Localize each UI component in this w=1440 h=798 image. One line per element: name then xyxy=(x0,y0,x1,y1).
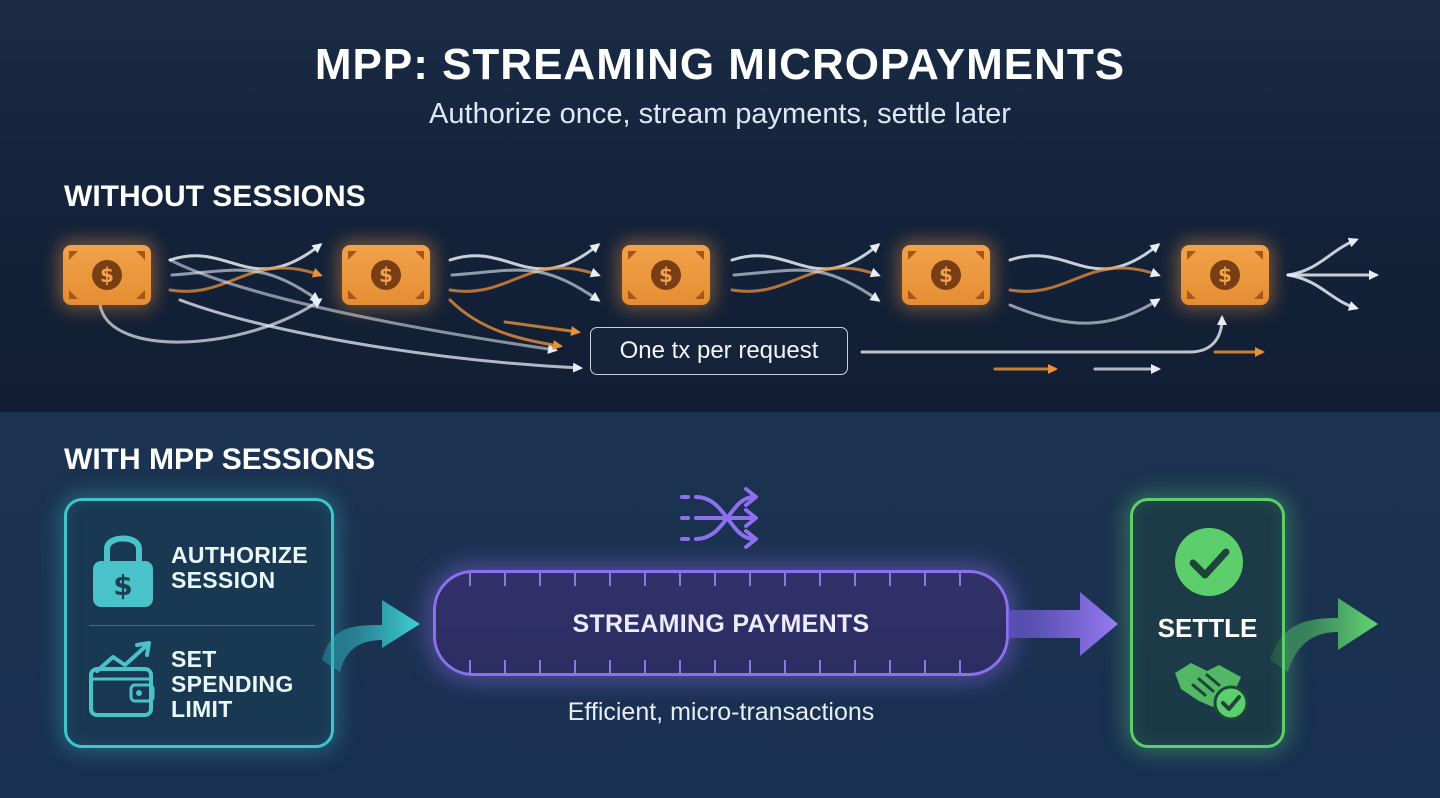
money-bill-icon: $ xyxy=(902,245,990,305)
green-flow-arrow xyxy=(1270,598,1378,672)
arrow xyxy=(1008,298,1161,325)
money-bill-icon: $ xyxy=(63,245,151,305)
dollar-coin-icon: $ xyxy=(1210,260,1240,290)
session-card: $ AUTHORIZE SESSION SET SPENDING LIMIT xyxy=(64,498,334,748)
svg-text:$: $ xyxy=(113,569,132,602)
dollar-coin-icon: $ xyxy=(651,260,681,290)
without-sessions-label: WITHOUT SESSIONS xyxy=(64,180,366,213)
arrow xyxy=(168,243,323,271)
money-bill-icon: $ xyxy=(622,245,710,305)
arrow xyxy=(448,243,601,271)
dollar-coin-icon: $ xyxy=(371,260,401,290)
arrow xyxy=(170,268,321,302)
teal-flow-arrow xyxy=(322,600,420,672)
arrow xyxy=(860,315,1227,354)
with-sessions-label: WITH MPP SESSIONS xyxy=(64,443,376,476)
purple-flow-arrow xyxy=(1008,592,1118,656)
lock-dollar-icon: $ xyxy=(93,535,153,607)
settle-label: SETTLE xyxy=(1157,613,1258,643)
check-circle-icon xyxy=(1175,528,1243,596)
arrow xyxy=(1008,243,1161,271)
authorize-session-label: AUTHORIZE SESSION xyxy=(171,542,308,593)
shuffle-icon xyxy=(680,487,758,549)
money-bill-icon: $ xyxy=(342,245,430,305)
arrow xyxy=(450,268,601,302)
streaming-pipe xyxy=(433,570,1009,676)
page-title: MPP: STREAMING MICROPAYMENTS xyxy=(314,40,1126,89)
money-bill-icon: $ xyxy=(1181,245,1269,305)
page-subtitle: Authorize once, stream payments, settle … xyxy=(429,98,1011,130)
arrow xyxy=(1008,266,1161,293)
arrow xyxy=(448,298,563,350)
dollar-coin-icon: $ xyxy=(92,260,122,290)
arrow xyxy=(732,268,881,302)
dollar-coin-icon: $ xyxy=(931,260,961,290)
set-spending-limit-label: SET SPENDING LIMIT xyxy=(171,646,294,722)
arrow xyxy=(730,266,881,293)
arrow xyxy=(1286,273,1359,311)
settle-card xyxy=(1130,498,1285,748)
tangled-arrows xyxy=(98,237,1379,374)
streaming-payments-label: STREAMING PAYMENTS xyxy=(572,610,870,638)
arrow xyxy=(503,320,581,337)
arrow xyxy=(168,266,323,293)
arrow xyxy=(178,298,583,373)
arrow xyxy=(168,258,558,354)
handshake-icon xyxy=(1175,663,1249,721)
arrow xyxy=(1286,237,1359,277)
arrow xyxy=(448,266,601,293)
one-tx-badge: One tx per request xyxy=(590,327,848,375)
wallet-growth-icon xyxy=(89,641,155,717)
streaming-caption: Efficient, micro-transactions xyxy=(567,698,875,726)
stream-ticks xyxy=(469,573,961,673)
arrow xyxy=(98,298,323,344)
divider xyxy=(89,625,315,626)
arrow xyxy=(730,243,881,271)
